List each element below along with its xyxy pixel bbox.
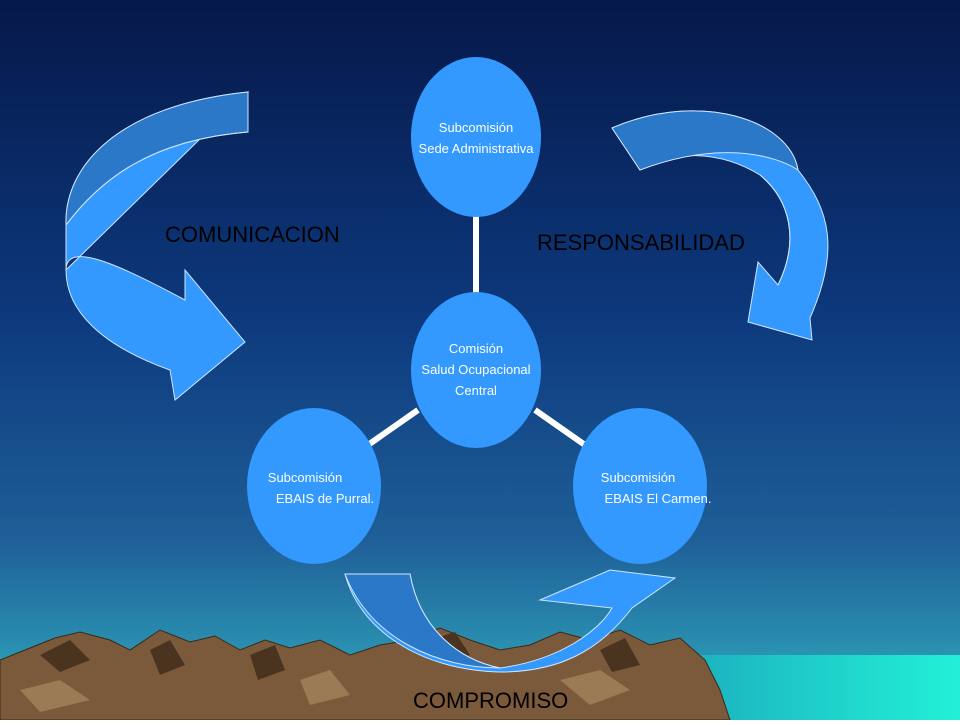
- node-top-ellipse: [411, 57, 541, 217]
- connector-central-right: [533, 407, 587, 448]
- node-central-line1: Comisión: [448, 341, 504, 356]
- node-right-line2: EBAIS El Carmen.: [604, 491, 712, 506]
- label-compromiso: COMPROMISO: [413, 688, 569, 713]
- node-right-line1: Subcomisión: [600, 470, 676, 485]
- connector-central-left: [366, 407, 420, 448]
- arrow-right-curve: [611, 110, 829, 341]
- node-top-line1: Subcomisión: [438, 120, 514, 135]
- node-top-line2: Sede Administrativa: [418, 141, 534, 156]
- node-top-text: Subcomisión Sede Administrativa: [396, 117, 556, 159]
- node-left-line1: Subcomisión: [267, 470, 343, 485]
- arrow-left-curve: [65, 91, 250, 401]
- node-central-line2: Salud Ocupacional: [421, 362, 531, 377]
- label-comunicacion: COMUNICACION: [165, 222, 340, 247]
- node-left-line2: EBAIS de Purral.: [275, 491, 375, 506]
- node-central-ellipse: [411, 292, 541, 448]
- node-central-line3: Central: [455, 383, 497, 398]
- connector-lines: [366, 212, 587, 448]
- label-responsabilidad: RESPONSABILIDAD: [537, 230, 745, 255]
- node-right-text: Subcomisión EBAIS El Carmen.: [568, 467, 718, 509]
- mountains: [0, 627, 731, 721]
- node-right-ellipse: [573, 408, 707, 564]
- arrow-bottom-curve: [344, 569, 677, 673]
- node-central-text: Comisión Salud Ocupacional Central: [396, 338, 556, 401]
- node-left-text: Subcomisión EBAIS de Purral.: [240, 467, 390, 509]
- node-left-ellipse: [247, 408, 381, 564]
